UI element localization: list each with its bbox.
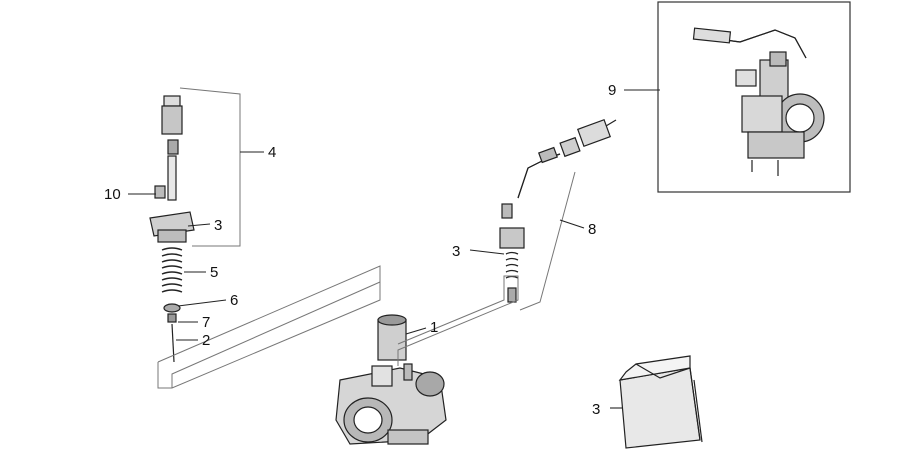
callout-3-bag: 3 <box>592 401 600 418</box>
callout-9: 9 <box>608 82 616 99</box>
callout-8: 8 <box>588 221 596 238</box>
callout-3-adjuster: 3 <box>452 243 460 260</box>
carburettor-body <box>335 314 447 445</box>
callout-10: 10 <box>104 186 121 203</box>
inset-assembly-view <box>657 1 851 193</box>
callout-2: 2 <box>202 332 210 349</box>
callout-labels: 1 2 3 3 3 4 5 6 7 8 9 10 <box>104 82 616 418</box>
callout-7: 7 <box>202 314 210 331</box>
spring-coil <box>161 247 183 293</box>
callout-3-bracket: 3 <box>214 217 222 234</box>
slide-needle-assembly <box>149 95 195 363</box>
leader-lines <box>128 89 660 409</box>
assembly-lines <box>157 87 576 389</box>
parts-bag <box>618 355 703 449</box>
callout-4: 4 <box>268 144 276 161</box>
callout-6: 6 <box>230 292 238 309</box>
callout-5: 5 <box>210 264 218 281</box>
inset-frame <box>657 1 851 193</box>
cable-assembly <box>499 118 617 303</box>
callout-1: 1 <box>430 319 438 336</box>
